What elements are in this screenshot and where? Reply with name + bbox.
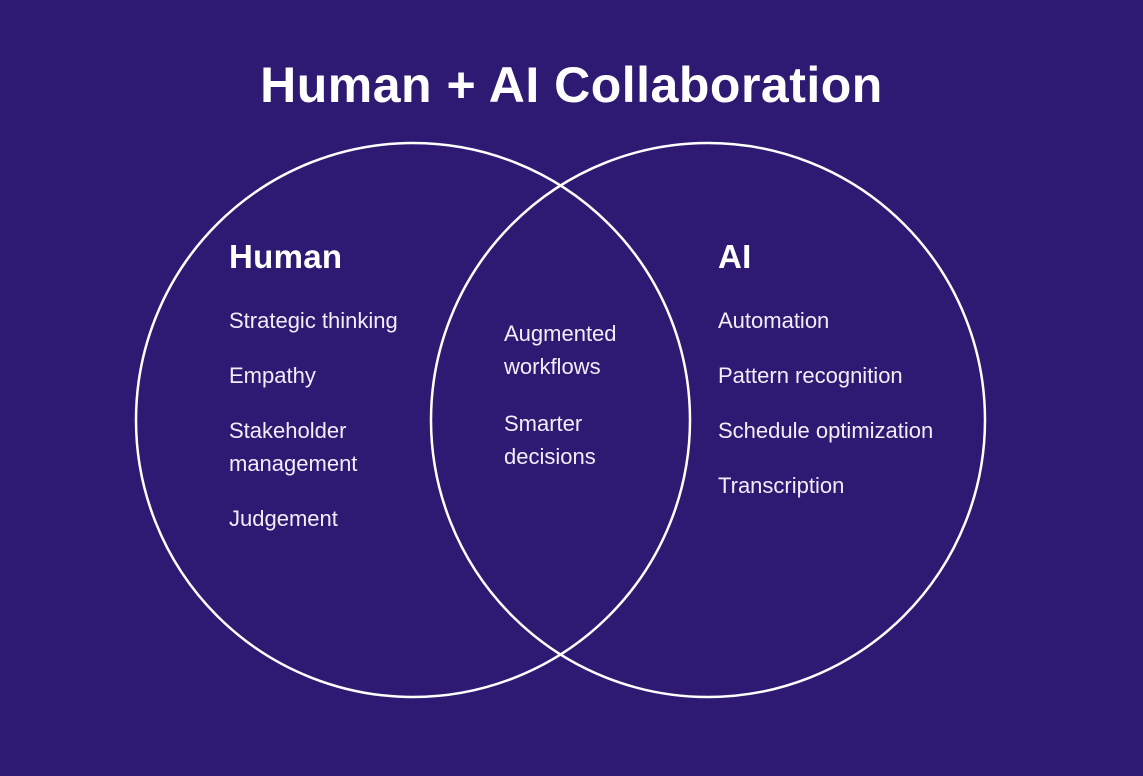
list-item: Automation [718,308,830,333]
list-item: Stakeholder management [229,418,358,476]
human-circle-outline [134,141,692,699]
page-title: Human + AI Collaboration [260,57,883,113]
ai-heading: AI [718,238,752,275]
list-item: Judgement [229,506,338,531]
list-item: Smarter decisions [504,411,596,469]
list-item: Schedule optimization [718,418,934,443]
list-item: Transcription [718,473,845,498]
list-item: Empathy [229,363,316,388]
list-item: Strategic thinking [229,308,398,333]
list-item: Augmented workflows [504,321,617,379]
list-item: Pattern recognition [718,363,903,388]
ai-circle-outline [429,141,987,699]
human-heading: Human [229,238,343,275]
